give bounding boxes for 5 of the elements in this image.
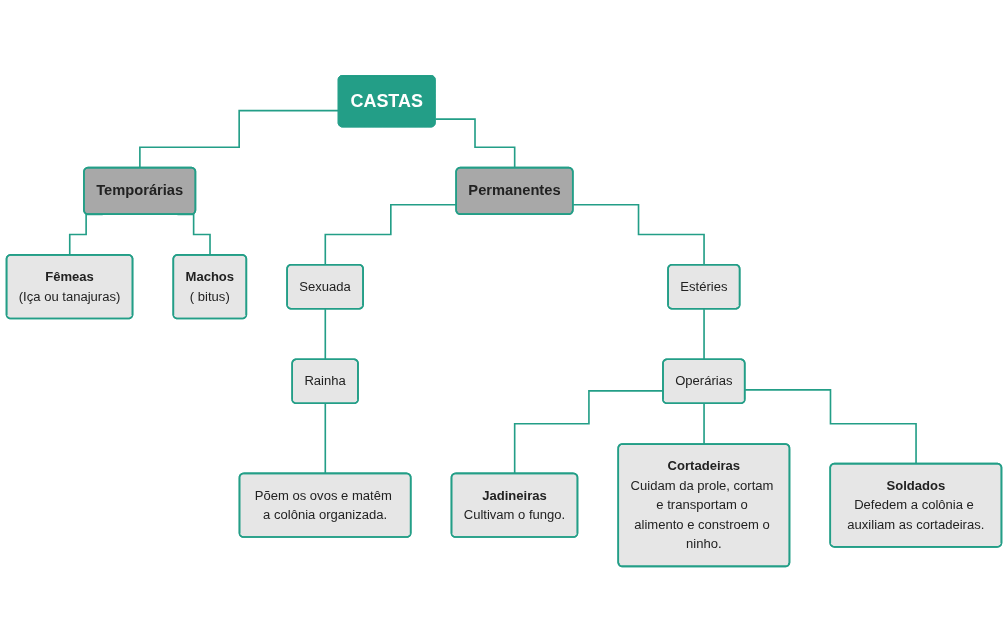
connector xyxy=(139,109,340,169)
connector xyxy=(703,402,706,445)
connector xyxy=(744,388,918,465)
connector xyxy=(572,203,706,266)
connector xyxy=(434,117,516,169)
